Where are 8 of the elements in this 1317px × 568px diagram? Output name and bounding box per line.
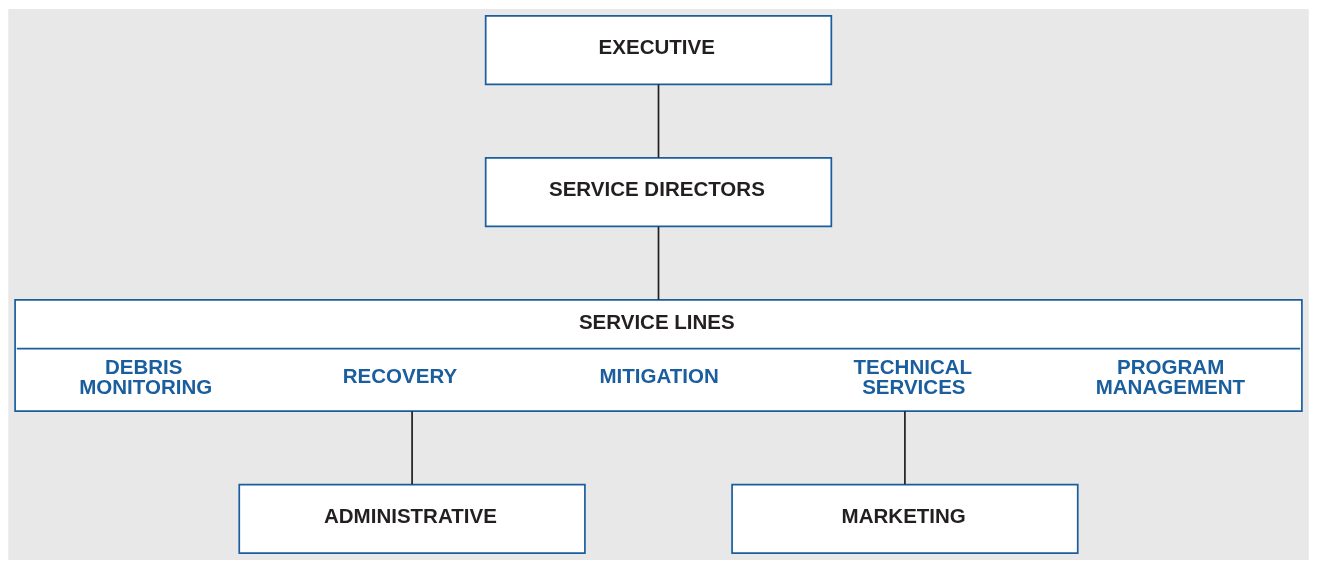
connector	[657, 225, 660, 301]
node-box: MARKETING	[731, 483, 1079, 554]
connector	[411, 409, 413, 485]
connector	[904, 409, 906, 485]
node-box: EXECUTIVE	[484, 14, 833, 85]
node-box: ADMINISTRATIVE	[238, 483, 586, 554]
connector	[657, 83, 660, 158]
node-box: SERVICE DIRECTORS	[484, 156, 833, 227]
